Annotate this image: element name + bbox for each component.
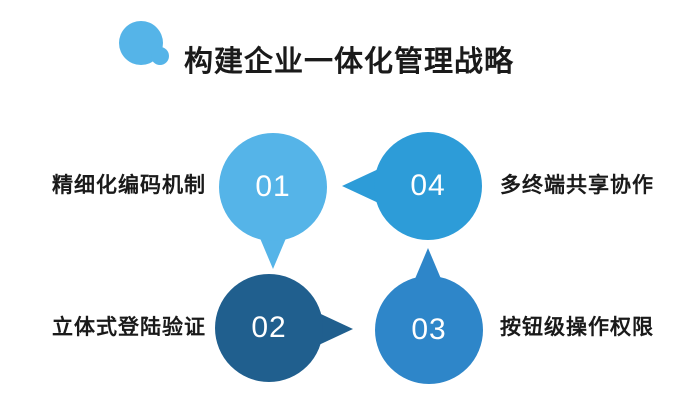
- bubble-04-circle: [374, 132, 482, 240]
- bubble-01-number: 01: [255, 170, 291, 203]
- label-bubble-01: 精细化编码机制: [52, 174, 206, 197]
- bubble-03: 03: [375, 248, 483, 384]
- page-title: 构建企业一体化管理战略: [184, 46, 515, 79]
- bubble-02-circle: [215, 274, 323, 382]
- bubble-02: 02: [215, 274, 353, 382]
- bubble-04-number: 04: [410, 169, 446, 202]
- bubble-01: 01: [219, 133, 327, 269]
- label-bubble-02: 立体式登陆验证: [52, 316, 206, 339]
- speech-bubble-icon: [119, 21, 169, 65]
- bubble-04: 04: [342, 132, 482, 240]
- label-bubble-03: 按钮级操作权限: [500, 316, 654, 339]
- bubble-03-circle: [375, 276, 483, 384]
- label-bubble-04: 多终端共享协作: [500, 174, 654, 197]
- bubble-03-number: 03: [411, 313, 447, 346]
- bubble-02-number: 02: [251, 311, 287, 344]
- bubble-01-circle: [219, 133, 327, 241]
